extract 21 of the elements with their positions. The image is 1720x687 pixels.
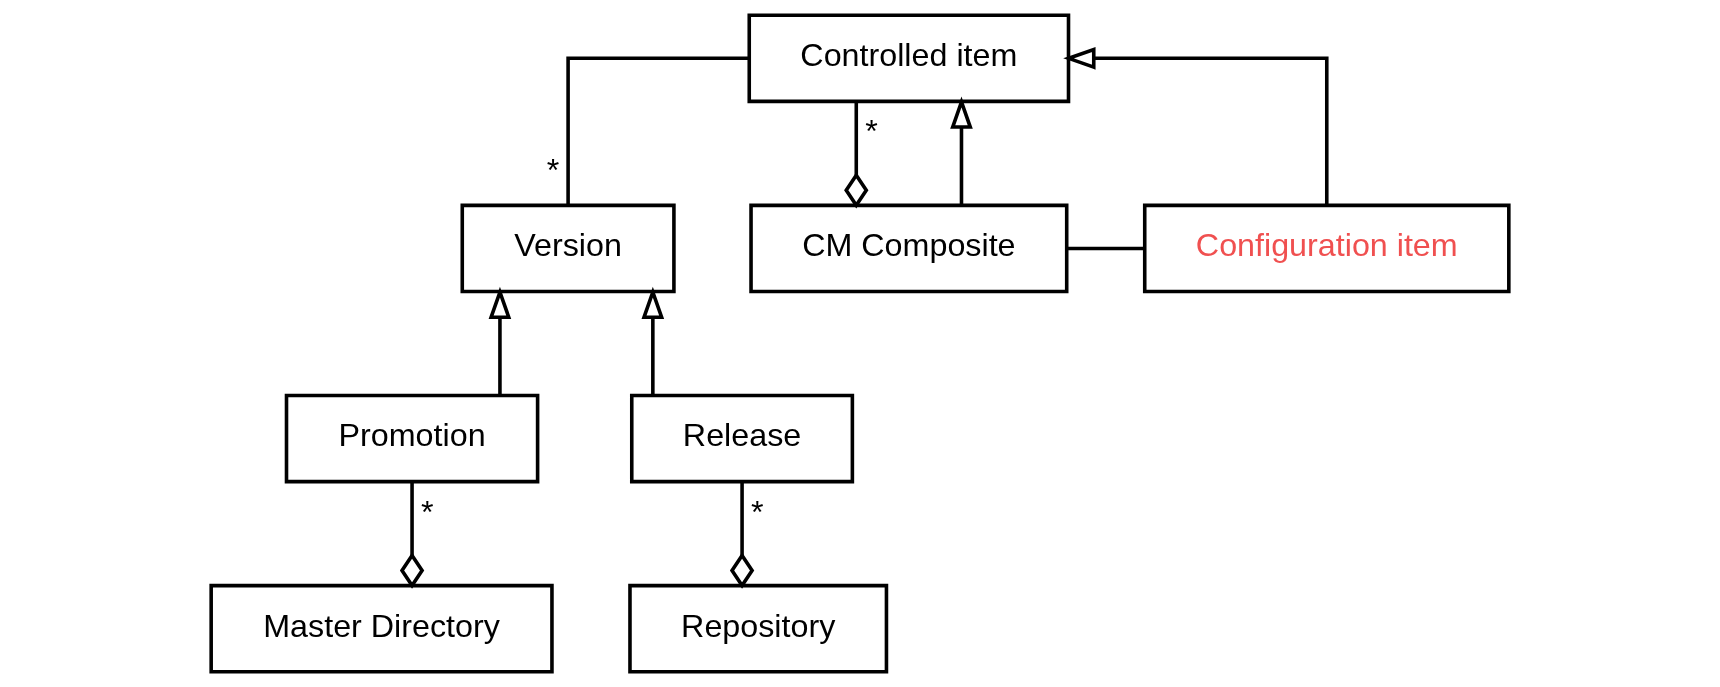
node-box: Configuration item bbox=[1142, 203, 1511, 294]
edge-label: * bbox=[420, 493, 434, 530]
edge-label: * bbox=[546, 151, 560, 188]
arrow bbox=[641, 286, 665, 396]
node-box: Version bbox=[460, 203, 676, 294]
connector bbox=[399, 482, 425, 589]
connector bbox=[844, 101, 869, 209]
connector bbox=[1066, 246, 1145, 251]
node-box: Repository bbox=[628, 583, 889, 674]
connector bbox=[729, 482, 755, 589]
edge-label: * bbox=[750, 493, 764, 530]
arrow bbox=[1063, 47, 1329, 206]
edge-label: * bbox=[865, 113, 878, 150]
node-box: Master Directory bbox=[209, 583, 554, 674]
node-box: Release bbox=[629, 393, 855, 484]
connector bbox=[566, 56, 749, 206]
arrow bbox=[488, 286, 512, 396]
arrow bbox=[950, 96, 973, 206]
node-box: Promotion bbox=[284, 393, 540, 484]
node-box: Controlled item bbox=[747, 13, 1071, 104]
node-box: CM Composite bbox=[749, 203, 1069, 294]
